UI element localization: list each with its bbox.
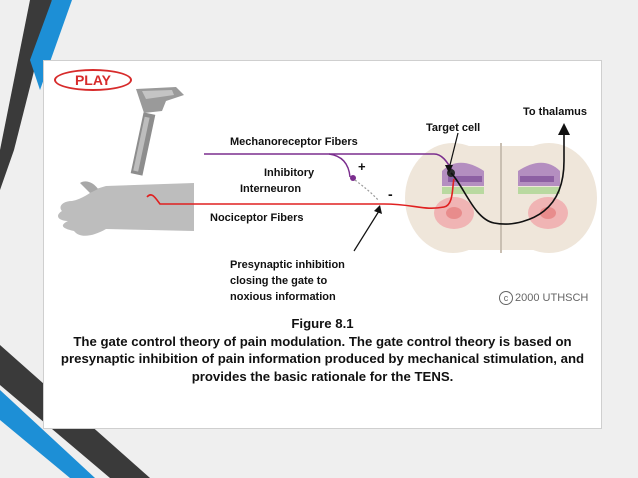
caption-line-2: presynaptic inhibition of pain informati… xyxy=(60,351,585,366)
inhibitory-interneuron-branch xyxy=(328,153,351,178)
label-to-thalamus: To thalamus xyxy=(523,106,587,118)
figure-card: PLAY xyxy=(43,60,602,429)
copyright-symbol: c xyxy=(499,291,513,305)
figure-caption: Figure 8.1 The gate control theory of pa… xyxy=(44,315,601,385)
copyright: c 2000 UTHSCH xyxy=(499,291,588,305)
ascending-fiber xyxy=(450,133,565,225)
label-presynaptic-1: Presynaptic inhibition xyxy=(230,259,345,271)
label-target-cell: Target cell xyxy=(426,122,481,134)
label-interneuron: Interneuron xyxy=(240,183,302,195)
label-presynaptic-2: closing the gate to xyxy=(230,275,328,287)
label-nociceptor-fibers: Nociceptor Fibers xyxy=(210,212,304,224)
diagram-canvas xyxy=(57,87,597,253)
play-button[interactable]: PLAY xyxy=(54,69,132,91)
label-presynaptic-3: noxious information xyxy=(230,291,336,303)
caption-line-1: The gate control theory of pain modulati… xyxy=(73,333,572,349)
hammer-icon xyxy=(130,87,184,176)
caption-title: Figure 8.1 xyxy=(291,316,354,331)
label-mechanoreceptor-fibers: Mechanoreceptor Fibers xyxy=(230,136,358,148)
label-inhibitory: Inhibitory xyxy=(264,167,315,179)
spinal-cord-section xyxy=(405,143,597,253)
caption-line-3: provides the basic rationale for the TEN… xyxy=(191,368,454,384)
copyright-text: 2000 UTHSCH xyxy=(515,292,589,304)
interneuron-cell-body xyxy=(350,175,356,181)
nociceptor-fiber xyxy=(146,178,455,210)
hand-icon xyxy=(57,181,194,236)
plus-sign: + xyxy=(358,159,366,174)
minus-sign: - xyxy=(388,186,393,202)
